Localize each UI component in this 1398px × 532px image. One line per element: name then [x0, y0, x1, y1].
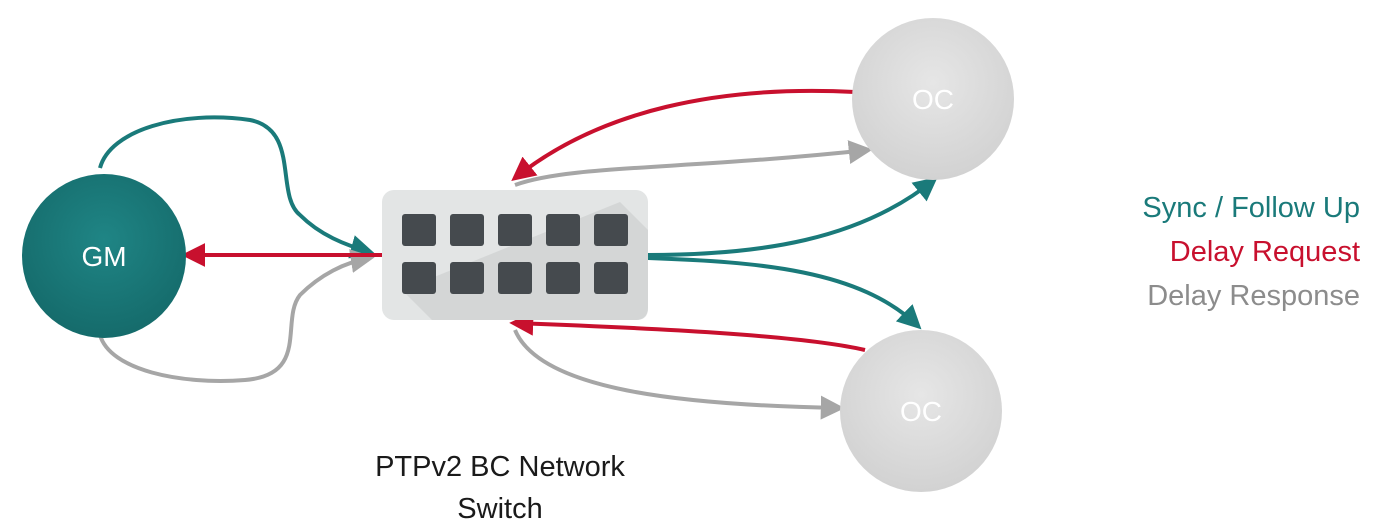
- switch-ports: [402, 214, 628, 294]
- switch-caption-line1: PTPv2 BC Network: [375, 451, 625, 483]
- sync-arrow-gm-to-switch: [98, 115, 375, 259]
- switch-caption-line2: Switch: [457, 493, 543, 525]
- delay-request-arrow-oc-top-to-switch: [511, 88, 856, 181]
- legend-delay-response: Delay Response: [1147, 280, 1360, 312]
- switch-caption: PTPv2 BC Network Switch: [300, 446, 700, 530]
- delay-request-arrow-oc-bottom-to-switch: [509, 311, 866, 352]
- gm-node: GM: [22, 174, 186, 338]
- gm-node-label: GM: [81, 241, 126, 272]
- network-switch-icon: [382, 190, 648, 320]
- delay-response-arrow-switch-to-oc-top: [514, 140, 873, 187]
- sync-arrow-switch-to-oc-bottom: [647, 256, 922, 330]
- sync-arrow-switch-to-oc-top: [647, 176, 938, 257]
- delay-response-arrow-switch-to-oc-bottom: [513, 329, 845, 420]
- legend-sync: Sync / Follow Up: [1142, 192, 1360, 224]
- legend: Sync / Follow Up Delay Request Delay Res…: [1060, 186, 1360, 318]
- oc-bottom-node: OC: [840, 330, 1002, 492]
- oc-top-node-label: OC: [912, 84, 954, 115]
- legend-delay-request: Delay Request: [1169, 236, 1360, 268]
- oc-bottom-node-label: OC: [900, 396, 942, 427]
- oc-top-node: OC: [852, 18, 1014, 180]
- delay-response-arrow-switch-to-gm-loop: [98, 249, 375, 383]
